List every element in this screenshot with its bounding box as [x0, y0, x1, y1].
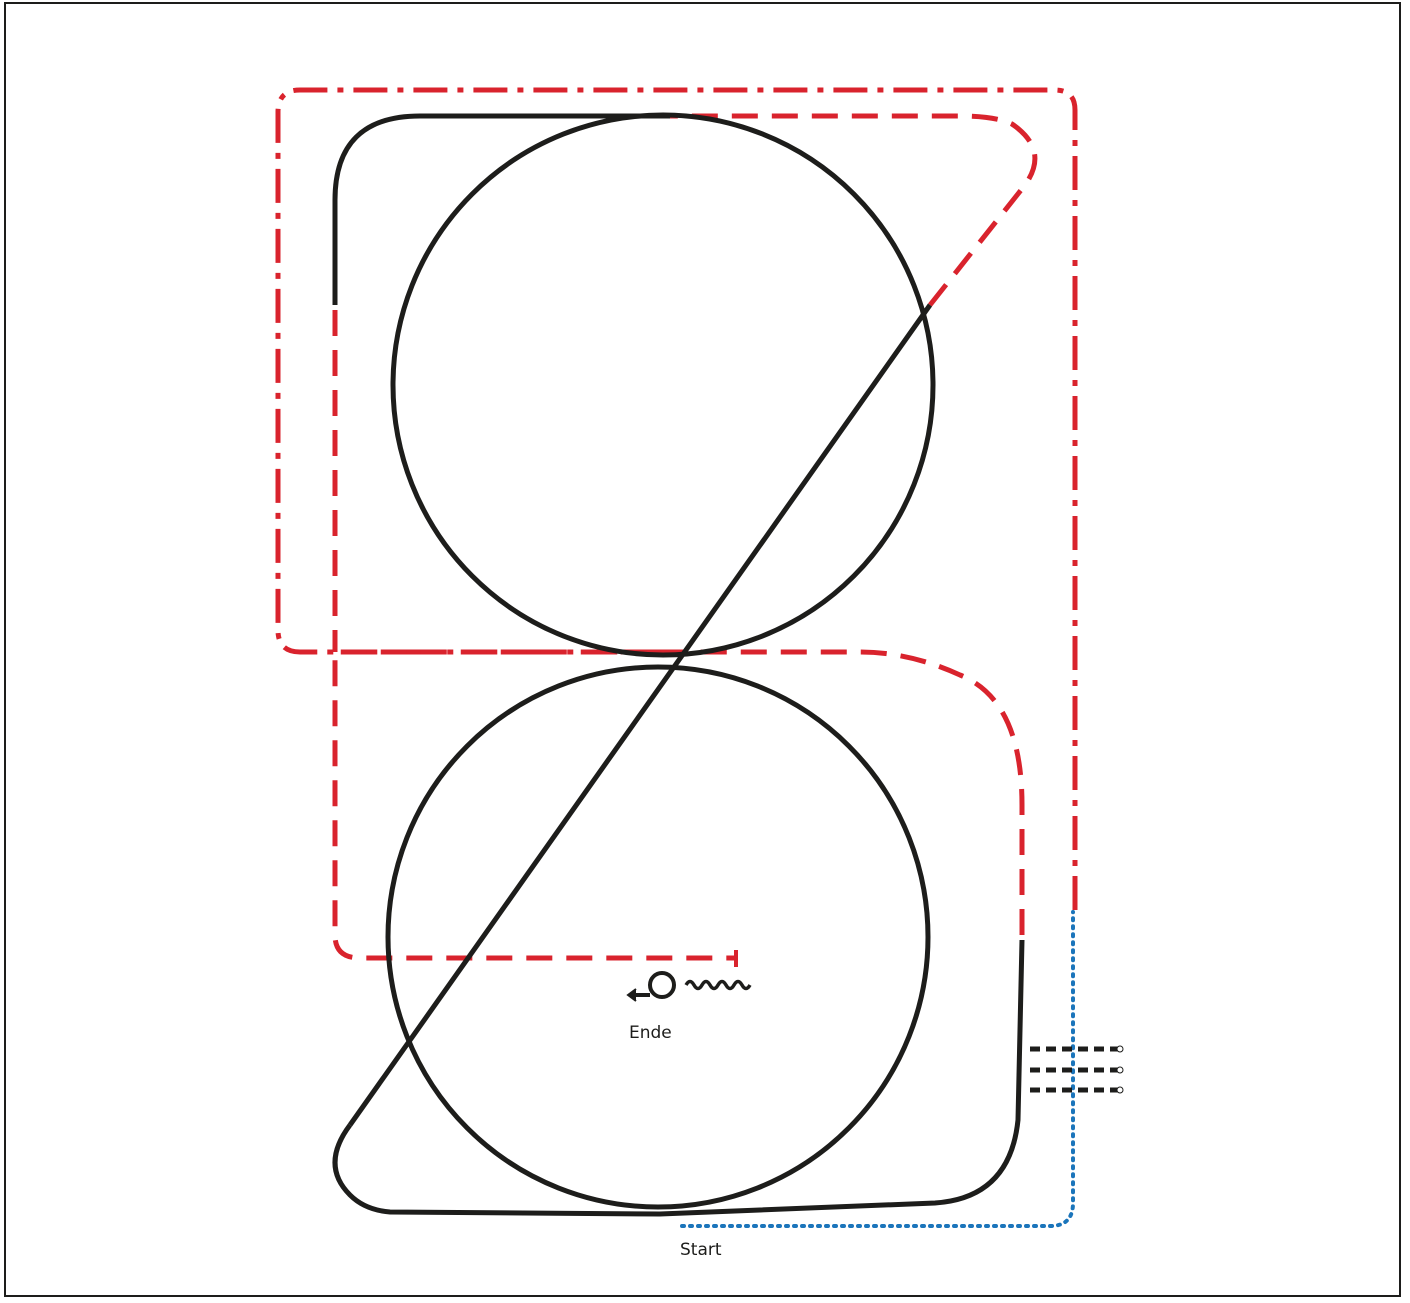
upper-circle: [390, 112, 936, 658]
route-dash-dot: [275, 87, 1078, 910]
lower-circle: [385, 664, 931, 1210]
approach-dotted: [680, 910, 1075, 1228]
route-dashed-upper: [670, 113, 1038, 307]
upper-left-corner: [332, 113, 670, 305]
cavaletti-poles-icon: [1030, 1045, 1124, 1094]
end-marker-icon: [626, 971, 752, 1002]
diagonal-line: [347, 303, 933, 1127]
route-dashed: [332, 649, 1025, 961]
end-label: Ende: [629, 1023, 672, 1043]
diagram-frame: [4, 2, 1401, 1297]
outer-track: [332, 939, 1025, 1217]
start-label: Start: [680, 1240, 722, 1260]
